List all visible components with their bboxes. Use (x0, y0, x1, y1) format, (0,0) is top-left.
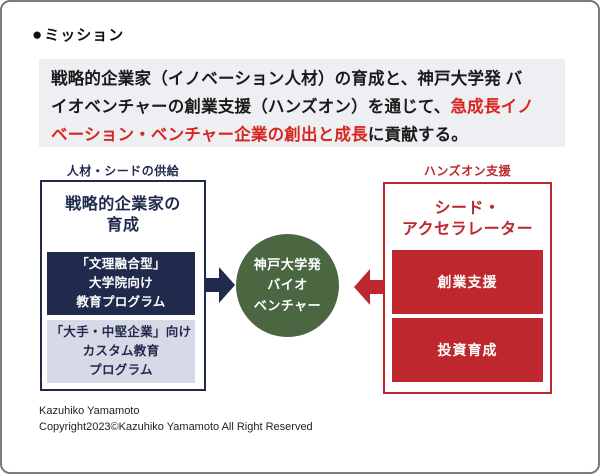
right-arrow-icon (205, 267, 235, 303)
copyright-text: Copyright2023©Kazuhiko Yamamoto All Righ… (39, 421, 313, 433)
strategic-entrepreneur-box: 戦略的企業家の 育成 「文理融合型」 大学院向け 教育プログラム 「大手・中堅企… (40, 180, 206, 391)
mission-line3-red: ベーション・ベンチャー企業の創出と成長 (51, 126, 368, 144)
program2-line1: 「大手・中堅企業」向け (50, 325, 192, 340)
left-arrow-icon (354, 269, 384, 305)
mission-line2-red: 急成長イノ (450, 98, 534, 116)
circle-line3: ベンチャー (253, 297, 322, 313)
kobe-bio-venture-circle: 神戸大学発 バイオ ベンチャー (236, 234, 339, 337)
left-title-line1: 戦略的企業家の (65, 196, 181, 213)
label-hands-on-support: ハンズオン支援 (423, 164, 512, 178)
investment-development-box: 投資育成 (392, 318, 543, 382)
label-talent-seed-supply: 人材・シードの供給 (66, 164, 180, 178)
mission-line3-black: に貢献する。 (367, 126, 469, 144)
mission-line2-black: イオベンチャーの創業支援（ハンズオン）を通じて、 (51, 98, 451, 116)
page-title-text: ミッション (44, 27, 125, 44)
left-title-line2: 育成 (106, 217, 140, 234)
custom-education-program-box: 「大手・中堅企業」向け カスタム教育 プログラム (47, 320, 195, 383)
page-title: ● ミッション (32, 24, 124, 45)
program1-line1: 「文理融合型」 (76, 257, 166, 272)
right-title-line1: シード・ (434, 200, 501, 217)
circle-line2: バイオ (267, 277, 308, 293)
footer: Kazuhiko Yamamoto Copyright2023©Kazuhiko… (39, 403, 313, 435)
program1-line3: 教育プログラム (76, 294, 166, 309)
circle-line1: 神戸大学発 (253, 257, 322, 273)
program2-line3: プログラム (89, 362, 153, 377)
bullet-icon: ● (32, 25, 44, 44)
seed-accelerator-title: シード・ アクセラレーター (385, 198, 550, 240)
mission-statement-text: 戦略的企業家（イノベーション人材）の育成と、神戸大学発 バ イオベンチャーの創業… (51, 65, 553, 149)
seed-accelerator-box: シード・ アクセラレーター 創業支援 投資育成 (383, 182, 552, 394)
graduate-education-program-box: 「文理融合型」 大学院向け 教育プログラム (47, 252, 195, 315)
startup-support-box: 創業支援 (392, 250, 543, 314)
author-name: Kazuhiko Yamamoto (39, 405, 140, 417)
strategic-entrepreneur-title: 戦略的企業家の 育成 (42, 194, 204, 236)
program2-line2: カスタム教育 (82, 344, 160, 359)
right-title-line2: アクセラレーター (401, 221, 534, 238)
mission-line1: 戦略的企業家（イノベーション人材）の育成と、神戸大学発 バ (51, 70, 523, 88)
program1-line2: 大学院向け (88, 276, 153, 291)
mission-statement-box: 戦略的企業家（イノベーション人材）の育成と、神戸大学発 バ イオベンチャーの創業… (39, 59, 565, 147)
